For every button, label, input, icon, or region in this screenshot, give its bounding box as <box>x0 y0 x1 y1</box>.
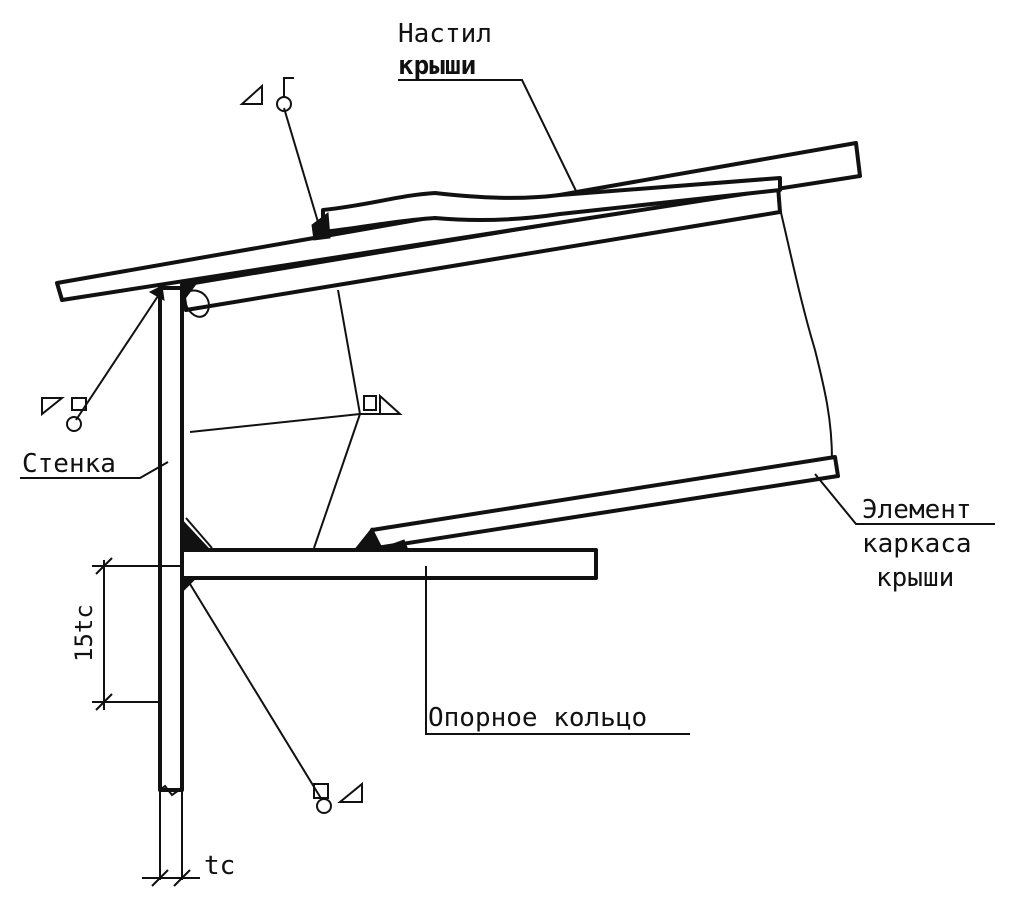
label-frame-element-2: каркаса <box>862 529 972 559</box>
label-frame-element-3: крыши <box>876 563 954 593</box>
flag-icon <box>71 397 87 411</box>
flag-icon <box>313 783 329 799</box>
weld-rafter-ring <box>354 527 383 549</box>
leader-weld-top <box>283 107 319 223</box>
labels: Настил крыши Стенка Элемент каркаса крыш… <box>22 19 972 881</box>
leaders <box>20 79 995 801</box>
flag-icon <box>363 395 377 411</box>
weld-symbol-bottom <box>313 781 363 814</box>
support-ring <box>180 548 598 580</box>
shell-wall-break <box>159 784 183 797</box>
field-weld-circle-icon <box>66 416 82 432</box>
leader-weld-left <box>75 295 159 421</box>
leader-support-ring <box>425 566 690 735</box>
weld-deck-upper <box>311 212 331 241</box>
leader-roof-deck <box>398 79 579 196</box>
label-frame-element-1: Элемент <box>862 495 972 525</box>
fillet-weld-symbol-icon <box>239 83 263 105</box>
frame-element <box>180 184 840 550</box>
leader-shell-wall <box>20 461 169 479</box>
label-support-ring: Опорное кольцо <box>428 703 647 733</box>
gusset-line <box>185 517 213 549</box>
dimensions <box>92 557 200 887</box>
leader-weld-middle-3 <box>337 289 361 415</box>
fillet-weld-symbol-icon <box>337 781 363 803</box>
leader-weld-middle <box>189 413 380 433</box>
weld-rafter-ring-2 <box>381 539 409 551</box>
dim-tc-tick-right <box>173 869 191 887</box>
leader-weld-bottom <box>189 583 323 801</box>
dim-15tc-tick-bottom <box>95 693 113 711</box>
label-roof-deck-1: Настил <box>398 19 492 49</box>
welds <box>148 212 409 594</box>
leader-frame-element <box>814 473 995 525</box>
fillet-weld-symbol-icon <box>379 393 403 415</box>
weld-ring-bottom <box>181 577 198 594</box>
dim-tc-tick-left <box>151 869 169 887</box>
leader-weld-middle-2 <box>313 413 361 549</box>
shell-wall-plate <box>158 286 184 792</box>
roof-deck-upper-plate <box>321 176 782 234</box>
fillet-weld-symbol-icon <box>41 397 65 417</box>
label-roof-deck-2: крыши <box>398 51 476 81</box>
label-dim-tc: tc <box>204 851 235 881</box>
rafter-break-line <box>777 199 833 461</box>
field-weld-circle-icon <box>316 798 332 814</box>
support-ring-plate <box>180 548 598 580</box>
label-dim-15tc: 15tc <box>70 604 98 662</box>
weld-symbol-left <box>41 397 87 432</box>
label-shell-wall: Стенка <box>22 449 116 479</box>
rafter-bottom-flange <box>370 455 840 550</box>
dim-15tc-tick-top <box>95 557 113 575</box>
roof-deck <box>55 141 862 302</box>
weld-ring-top <box>181 518 212 551</box>
flag-icon <box>283 77 294 97</box>
weld-symbol-top <box>239 77 294 112</box>
weld-symbols <box>41 77 403 814</box>
weld-rafter-end <box>185 289 210 318</box>
weld-symbol-middle <box>363 393 403 415</box>
shell-wall <box>158 286 184 880</box>
